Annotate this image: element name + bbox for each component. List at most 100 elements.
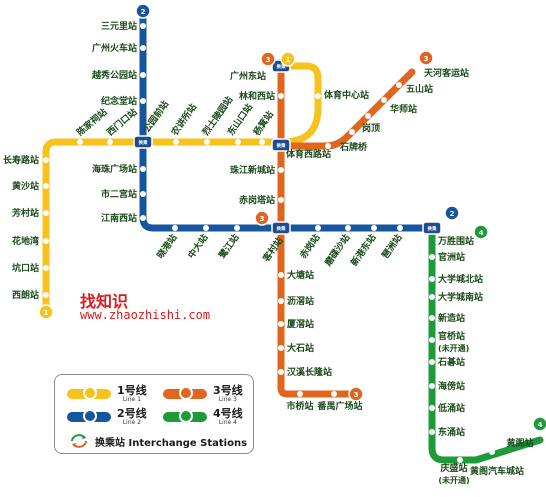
badge-number: 3 [424, 55, 429, 63]
station-label: 石碁站 [437, 356, 465, 368]
station-dot[interactable] [429, 315, 435, 321]
station-dot[interactable] [43, 265, 49, 271]
station-dot[interactable] [140, 215, 146, 221]
station-label: 大学城北站 [438, 273, 483, 285]
line4-badge-top: 4 [473, 224, 489, 240]
station-dot[interactable] [489, 449, 495, 455]
station-dot[interactable] [365, 113, 371, 119]
legend-interchange-label: 换乘站 Interchange Stations [95, 434, 247, 449]
station-dot[interactable] [429, 383, 435, 389]
station-dot[interactable] [140, 191, 146, 197]
station-label: 林和西站 [239, 90, 275, 102]
station-label: 海傍站 [438, 380, 465, 392]
line1-route [42, 62, 322, 316]
station-dot[interactable] [259, 139, 265, 145]
station-dot[interactable] [315, 225, 321, 231]
station-dot[interactable] [278, 167, 284, 173]
station-dot[interactable] [457, 457, 463, 463]
station-dot[interactable] [43, 292, 49, 298]
interchange-kecun[interactable]: 换乘 [271, 221, 291, 235]
watermark-url: www.zhaozhishi.com [80, 308, 211, 322]
station-dot[interactable] [371, 225, 377, 231]
station-label: 天河客运站 [424, 67, 469, 79]
station-dot[interactable] [315, 93, 321, 99]
legend-line3: 3号线 Line 3 [163, 385, 243, 403]
station-label: 赤岗塔站 [239, 194, 275, 206]
station-dot[interactable] [345, 225, 351, 231]
badge-number: 4 [538, 421, 543, 429]
badge-number: 1 [44, 309, 49, 317]
station-label: 黄阁站 [506, 437, 533, 449]
interchange-park[interactable]: 换乘 [133, 135, 153, 149]
legend-line1-en: Line 1 [122, 396, 141, 403]
station-dot[interactable] [429, 276, 435, 282]
interchange-tiyu-xilu[interactable]: 换乘 [271, 138, 291, 152]
station-dot[interactable] [349, 129, 355, 135]
station-dot[interactable] [429, 337, 435, 343]
station-dot[interactable] [331, 391, 337, 397]
station-dot[interactable] [278, 93, 284, 99]
station-dot[interactable] [278, 298, 284, 304]
station-label: 赤岗站 [297, 232, 322, 261]
station-dot[interactable] [140, 72, 146, 78]
interchange-wanshengwei[interactable]: 换乘 [422, 221, 442, 235]
station-dot[interactable] [140, 45, 146, 51]
station-label: 鹭江站 [216, 232, 241, 261]
badge-number: 2 [141, 8, 146, 16]
interchange-marker-text: 换乘 [139, 139, 148, 146]
station-dot[interactable] [381, 97, 387, 103]
station-dot[interactable] [397, 225, 403, 231]
station-dot[interactable] [235, 139, 241, 145]
station-label: 杨箕站 [251, 109, 276, 138]
station-dot[interactable] [140, 166, 146, 172]
line1-badge-bottom: 1 [38, 304, 54, 320]
station-label: 西门口站 [104, 106, 139, 138]
station-label-note: (未开通) [438, 343, 469, 353]
station-label: 沥滘站 [287, 295, 314, 307]
line3-badge-top: 3 [418, 50, 434, 66]
station-dot[interactable] [429, 429, 435, 435]
legend-line2-swatch [67, 409, 111, 423]
station-dot[interactable] [43, 238, 49, 244]
station-dot[interactable] [429, 359, 435, 365]
station-dot[interactable] [325, 143, 331, 149]
station-label: 汉溪长隆站 [287, 366, 332, 378]
legend-line3-en: Line 3 [218, 396, 237, 403]
station-dot[interactable] [140, 23, 146, 29]
station-dot[interactable] [107, 139, 113, 145]
station-dot[interactable] [43, 157, 49, 163]
station-dot[interactable] [43, 210, 49, 216]
station-label: 中大站 [185, 232, 210, 261]
station-label: 花地湾 [12, 235, 39, 247]
station-dot[interactable] [278, 369, 284, 375]
station-label: 纪念堂站 [101, 95, 137, 107]
station-dot[interactable] [429, 254, 435, 260]
station-label: 华师站 [390, 103, 417, 115]
station-dot[interactable] [204, 139, 210, 145]
station-dot[interactable] [297, 391, 303, 397]
station-label: 石牌桥 [339, 141, 368, 153]
station-dot[interactable] [234, 225, 240, 231]
line4-route [428, 224, 544, 464]
legend-line3-swatch [163, 386, 207, 400]
station-dot[interactable] [278, 345, 284, 351]
station-dot[interactable] [140, 98, 146, 104]
station-dot[interactable] [278, 197, 284, 203]
station-label: 磨碟沙站 [321, 232, 352, 269]
station-label: 低涌站 [437, 402, 465, 414]
station-dot[interactable] [278, 272, 284, 278]
station-dot[interactable] [203, 225, 209, 231]
station-dot[interactable] [278, 321, 284, 327]
station-dot[interactable] [43, 183, 49, 189]
station-dot[interactable] [173, 139, 179, 145]
legend-line4: 4号线 Line 4 [163, 408, 243, 426]
legend-line3-name: 3号线 [213, 384, 243, 397]
station-dot[interactable] [429, 405, 435, 411]
station-label: 番禺广场站 [316, 400, 362, 412]
station-dot[interactable] [396, 82, 402, 88]
station-dot[interactable] [172, 225, 178, 231]
station-dot[interactable] [429, 294, 435, 300]
station-dot[interactable] [77, 139, 83, 145]
station-label: 新造站 [438, 312, 465, 324]
